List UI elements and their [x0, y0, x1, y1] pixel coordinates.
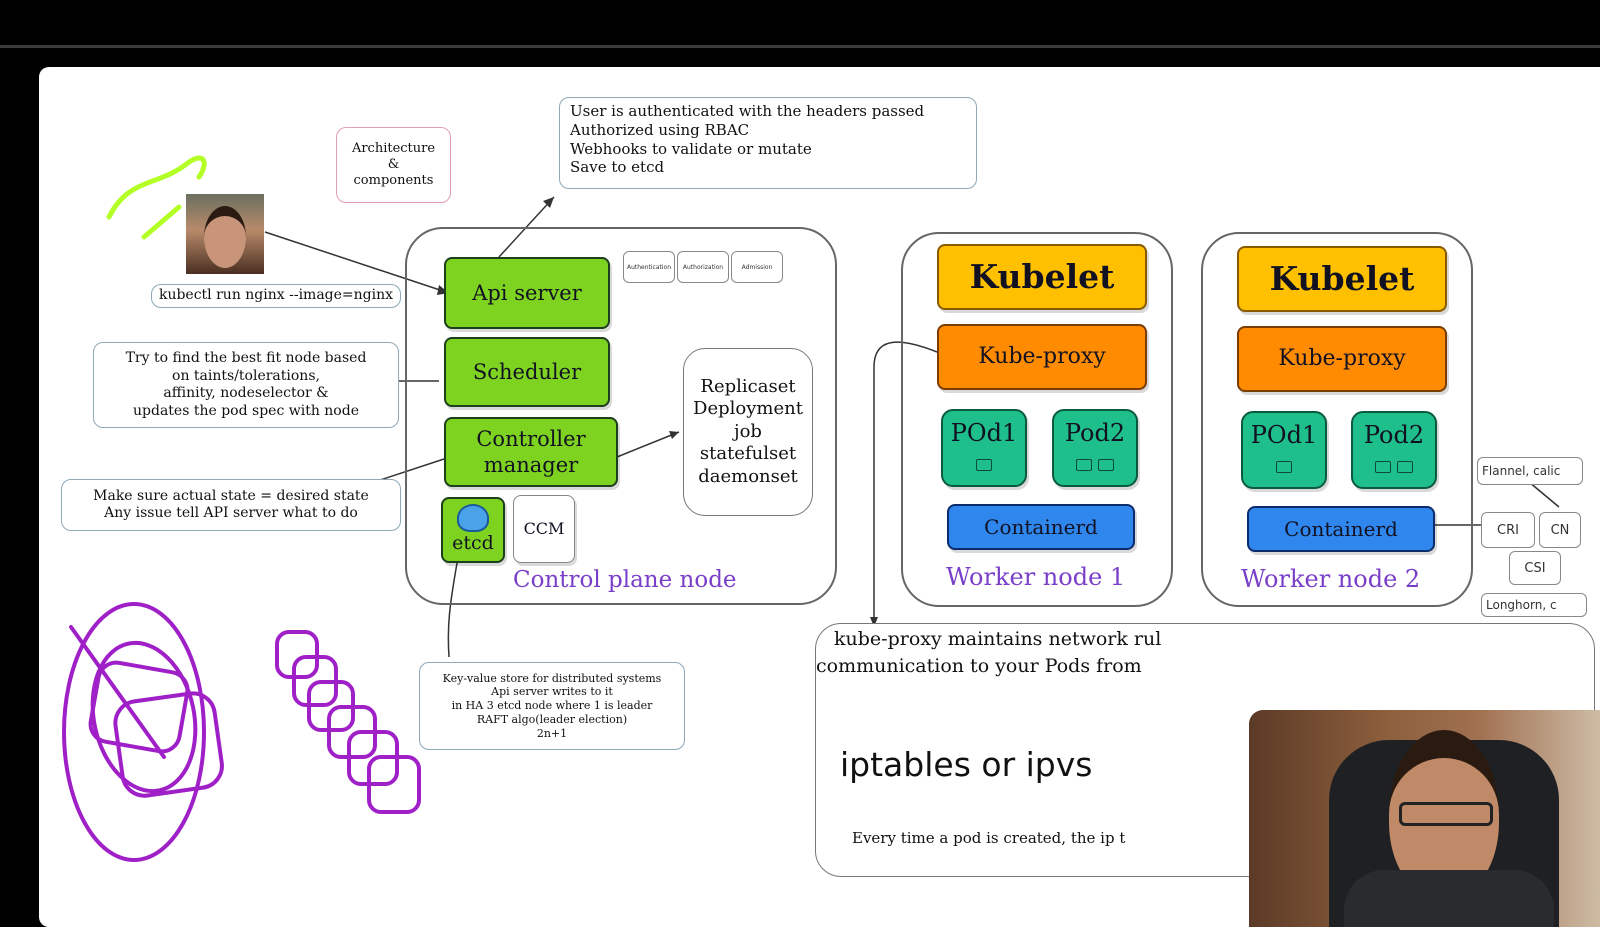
ccm-box[interactable]: CCM [513, 495, 575, 563]
request-step: Webhooks to validate or mutate [570, 139, 812, 158]
worker1-pod1[interactable]: POd1 [941, 409, 1027, 487]
worker2-pod1[interactable]: POd1 [1241, 411, 1327, 489]
container-icon [1073, 448, 1117, 478]
container-icon [1273, 450, 1295, 480]
longhorn-box: Longhorn, c [1481, 593, 1587, 617]
request-steps-note: User is authenticated with the headers p… [559, 97, 977, 189]
kube-proxy-note-line: communication to your Pods from [816, 655, 1142, 677]
stage-authorization: Authorization [677, 251, 729, 283]
worker-node-2 [1201, 232, 1473, 607]
workload-item: job [734, 420, 762, 442]
etcd-note-line: RAFT algo(leader election) [476, 712, 628, 726]
whiteboard-canvas[interactable]: Architecture & components User is authen… [39, 67, 1600, 927]
request-step: Authorized using RBAC [570, 120, 750, 139]
scheduler-box[interactable]: Scheduler [444, 337, 610, 407]
scheduler-note-line: Try to find the best fit node based [125, 350, 367, 366]
api-server-box[interactable]: Api server [444, 257, 610, 329]
etcd-icon [457, 504, 489, 533]
presenter-body [1344, 870, 1554, 927]
control-plane-node [405, 227, 837, 605]
container-icon [973, 448, 995, 478]
architecture-line: components [353, 173, 434, 189]
avatar-face-icon [204, 206, 246, 268]
cri-box: CRI [1481, 512, 1535, 548]
control-plane-label: Control plane node [513, 567, 737, 593]
worker2-containerd[interactable]: Containerd [1247, 506, 1435, 552]
kubectl-command: kubectl run nginx --image=nginx [151, 284, 401, 308]
stage-authentication: Authentication [623, 251, 675, 283]
workloads-note: Replicaset Deployment job statefulset da… [683, 348, 813, 516]
architecture-line: & [387, 156, 400, 172]
scheduler-note-line: affinity, nodeselector & [163, 385, 329, 401]
controller-note: Make sure actual state = desired state A… [61, 479, 401, 531]
worker2-kubelet[interactable]: Kubelet [1237, 246, 1447, 312]
worker1-kube-proxy[interactable]: Kube-proxy [937, 324, 1147, 390]
cni-box: CN [1539, 512, 1581, 548]
etcd-note: Key-value store for distributed systems … [419, 662, 685, 750]
controller-manager-box[interactable]: Controller manager [444, 417, 618, 487]
etcd-note-line: Key-value store for distributed systems [442, 671, 662, 685]
worker1-label: Worker node 1 [946, 563, 1126, 591]
top-divider [0, 45, 1600, 48]
workload-item: Deployment [693, 398, 803, 420]
stage-admission: Admission [731, 251, 783, 283]
flannel-calico-box: Flannel, calic [1477, 457, 1583, 485]
request-step: User is authenticated with the headers p… [570, 102, 925, 120]
container-icon [1372, 450, 1416, 480]
glasses-icon [1399, 802, 1493, 826]
architecture-note: Architecture & components [336, 127, 451, 203]
scheduler-note-line: on taints/tolerations, [172, 367, 320, 384]
csi-box: CSI [1509, 551, 1561, 585]
workload-item: statefulset [699, 443, 797, 465]
worker1-kubelet[interactable]: Kubelet [937, 244, 1147, 310]
worker1-pod2[interactable]: Pod2 [1052, 409, 1138, 487]
worker2-label: Worker node 2 [1241, 565, 1421, 593]
scheduler-note-line: updates the pod spec with node [133, 402, 359, 419]
workload-item: Replicaset [700, 375, 796, 397]
pod-ip-note: Every time a pod is created, the ip t [852, 829, 1126, 847]
presenter-webcam [1249, 710, 1600, 927]
controller-note-line: Any issue tell API server what to do [104, 505, 358, 521]
worker1-containerd[interactable]: Containerd [947, 504, 1135, 550]
scheduler-note: Try to find the best fit node based on t… [93, 342, 399, 428]
worker-node-1 [901, 232, 1173, 607]
request-step: Save to etcd [570, 158, 665, 177]
etcd-note-line: in HA 3 etcd node where 1 is leader [451, 699, 653, 713]
worker2-kube-proxy[interactable]: Kube-proxy [1237, 326, 1447, 392]
etcd-note-line: 2n+1 [536, 726, 568, 740]
etcd-box[interactable]: etcd [441, 497, 505, 563]
kube-proxy-note-line: kube-proxy maintains network rul [834, 628, 1162, 650]
workload-item: daemonset [698, 465, 798, 487]
presenter-avatar [186, 194, 264, 274]
iptables-label: iptables or ipvs [840, 745, 1093, 784]
diagram-connectors [62, 155, 1560, 862]
architecture-line: Architecture [351, 140, 436, 156]
worker2-pod2[interactable]: Pod2 [1351, 411, 1437, 489]
controller-note-line: Make sure actual state = desired state [93, 487, 369, 504]
etcd-note-line: Api server writes to it [491, 685, 613, 699]
